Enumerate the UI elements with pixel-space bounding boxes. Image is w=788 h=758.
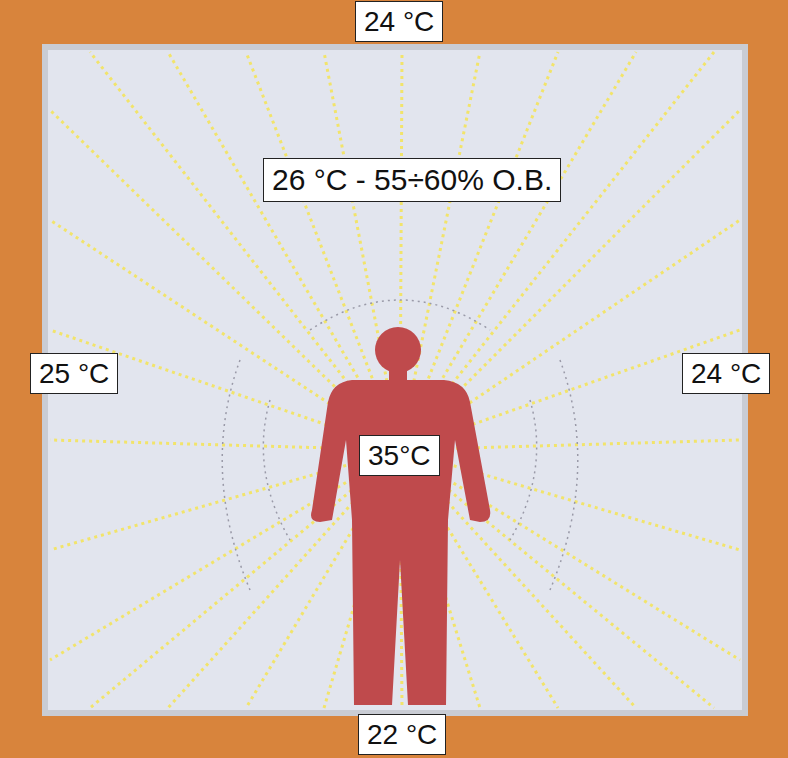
temperature-text: 35°C (368, 438, 431, 473)
floor-temperature: 22 °C (358, 714, 446, 755)
figure-head (375, 327, 421, 373)
radiation-rays (50, 52, 740, 708)
temperature-text: 24 °C (691, 356, 761, 391)
heat-arc (550, 360, 578, 590)
temperature-text: 25 °C (39, 356, 109, 391)
heat-arc (222, 360, 250, 590)
human-figure (311, 327, 490, 705)
room-interior (48, 50, 742, 710)
air-conditions: 26 °C - 55÷60% O.B. (263, 158, 561, 202)
figure-body (311, 380, 490, 705)
heat-arc (310, 300, 490, 330)
ceiling-temperature: 24 °C (355, 1, 443, 42)
body-temperature: 35°C (359, 435, 440, 476)
wall-temperature: 25 °C (30, 353, 118, 394)
heat-arc (510, 400, 537, 540)
temperature-text: 24 °C (364, 4, 434, 39)
temperature-text: 26 °C - 55÷60% O.B. (272, 161, 552, 199)
temperature-text: 22 °C (367, 717, 437, 752)
radiation-ray (50, 450, 400, 550)
wall-temperature: 24 °C (682, 353, 770, 394)
wall-inner-rim (42, 44, 748, 716)
figure-neck (389, 368, 407, 382)
radiation-ray (50, 450, 400, 660)
heat-arc (263, 400, 290, 540)
